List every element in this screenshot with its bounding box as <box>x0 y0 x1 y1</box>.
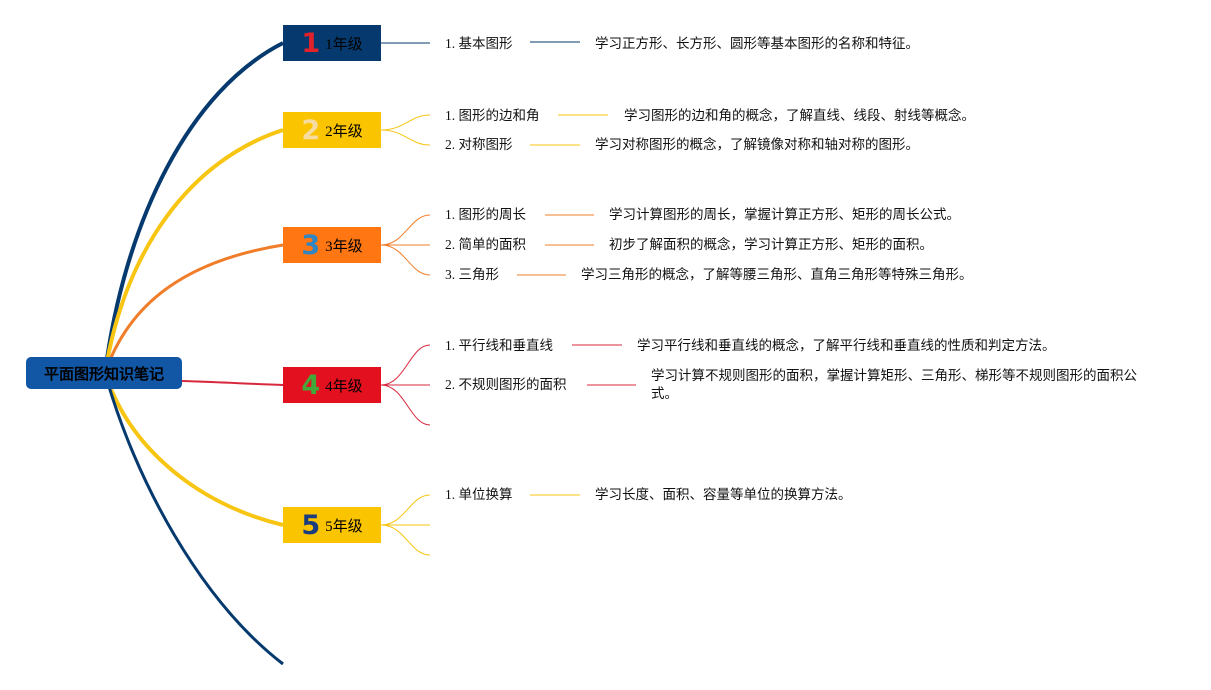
topic-basic-shapes[interactable]: 1. 基本图形 <box>445 36 513 51</box>
connector-line <box>380 344 431 386</box>
connector-line <box>380 114 431 131</box>
topic-description: 学习图形的边和角的概念，了解直线、线段、射线等概念。 <box>624 108 975 123</box>
grade-number-badge: 2 <box>301 114 321 146</box>
connector-line <box>181 380 284 386</box>
topic-description: 学习正方形、长方形、圆形等基本图形的名称和特征。 <box>595 36 919 51</box>
topic-description: 学习对称图形的概念，了解镜像对称和轴对称的图形。 <box>595 137 919 152</box>
grade-label: 1年级 <box>325 36 363 53</box>
connector-line <box>380 524 431 556</box>
grade-number-badge: 4 <box>301 369 321 401</box>
grade-node-4[interactable]: 4 4年级 <box>283 367 381 403</box>
connector-line <box>380 214 431 246</box>
connector-line <box>103 41 284 374</box>
grade-number-badge: 3 <box>301 229 321 261</box>
topic-description: 学习三角形的概念，了解等腰三角形、直角三角形等特殊三角形。 <box>581 267 973 282</box>
grade-label: 2年级 <box>325 123 363 140</box>
connector-line <box>103 372 284 527</box>
grade-label: 5年级 <box>325 518 363 535</box>
grade-label: 3年级 <box>325 238 363 255</box>
grade-label: 4年级 <box>325 378 363 395</box>
connector-line <box>103 128 284 374</box>
topic-symmetric-shapes[interactable]: 2. 对称图形 <box>445 137 513 152</box>
topic-unit-conversion[interactable]: 1. 单位换算 <box>445 487 513 502</box>
topic-description: 学习计算不规则图形的面积，掌握计算矩形、三角形、梯形等不规则图形的面积公式。 <box>651 368 1137 401</box>
connector-line <box>103 243 284 374</box>
topic-irregular-area[interactable]: 2. 不规则图形的面积 <box>445 377 567 392</box>
topic-description: 学习计算图形的周长，掌握计算正方形、矩形的周长公式。 <box>609 207 960 222</box>
grade-node-5[interactable]: 5 5年级 <box>283 507 381 543</box>
grade-node-1[interactable]: 1 1年级 <box>283 25 381 61</box>
root-node[interactable]: 平面图形知识笔记 <box>26 357 182 389</box>
topic-simple-area[interactable]: 2. 简单的面积 <box>445 237 526 252</box>
topic-description: 初步了解面积的概念，学习计算正方形、矩形的面积。 <box>609 237 933 252</box>
connector-line <box>380 129 431 146</box>
connector-line <box>103 372 284 666</box>
topic-description: 学习长度、面积、容量等单位的换算方法。 <box>595 487 852 502</box>
grade-number-badge: 5 <box>301 509 321 541</box>
grade-node-2[interactable]: 2 2年级 <box>283 112 381 148</box>
connector-line <box>380 384 431 426</box>
topic-parallel-perpendicular-lines[interactable]: 1. 平行线和垂直线 <box>445 338 553 353</box>
grade-node-3[interactable]: 3 3年级 <box>283 227 381 263</box>
grade-number-badge: 1 <box>301 27 321 59</box>
topic-perimeter[interactable]: 1. 图形的周长 <box>445 207 526 222</box>
root-label: 平面图形知识笔记 <box>43 364 164 383</box>
topic-sides-and-angles[interactable]: 1. 图形的边和角 <box>445 108 540 123</box>
connector-line <box>380 494 431 526</box>
connector-line <box>380 244 431 276</box>
topic-triangles[interactable]: 3. 三角形 <box>445 267 499 282</box>
topic-description: 学习平行线和垂直线的概念，了解平行线和垂直线的性质和判定方法。 <box>637 338 1056 353</box>
